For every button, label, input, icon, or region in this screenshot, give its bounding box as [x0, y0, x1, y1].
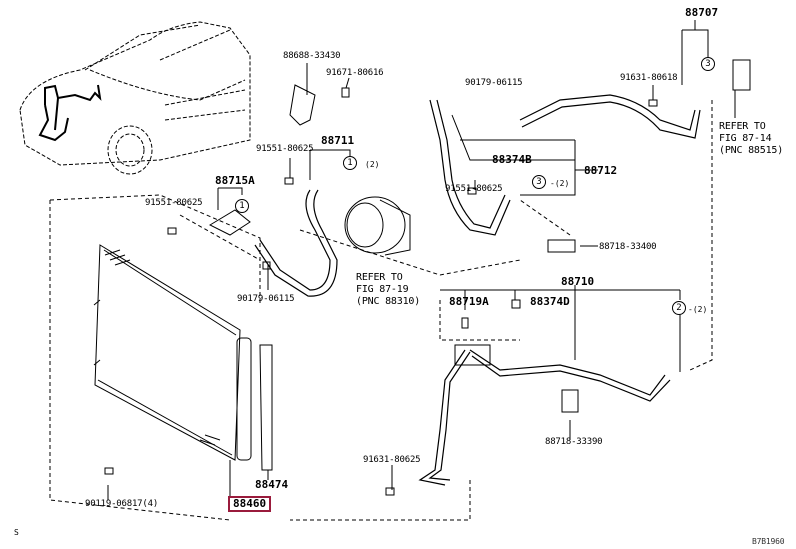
compressor [345, 197, 410, 255]
part-label-90179-06115-top[interactable]: 90179-06115 [465, 78, 523, 88]
part-label-88374B[interactable]: 88374B [492, 153, 532, 166]
part-label-91551-80625-a[interactable]: 91551-80625 [256, 144, 314, 154]
callout-qty-1-compressor: (2) [365, 160, 380, 169]
part-label-88710[interactable]: 88710 [561, 275, 595, 288]
discharge-hose-88711 [255, 190, 337, 296]
reference-note-sensor: REFER TO FIG 87-14 (PNC 88515) [719, 121, 784, 156]
part-label-88715A[interactable]: 88715A [215, 174, 255, 187]
callout-circle-3: 3 [532, 175, 546, 189]
part-label-88374D[interactable]: 88374D [530, 295, 570, 308]
receiver-tank [237, 338, 272, 470]
part-label-91671-80616[interactable]: 91671-80616 [326, 68, 384, 78]
part-label-88460-highlighted[interactable]: 88460 [228, 496, 272, 512]
bolt-icon [105, 88, 657, 495]
reference-note-compressor: REFER TO FIG 87-19 (PNC 88310) [356, 272, 421, 307]
part-label-90119-06817[interactable]: 90119-06817(4) [85, 499, 159, 509]
part-label-88474[interactable]: 88474 [255, 478, 289, 491]
part-label-91631-80625[interactable]: 91631-80625 [363, 455, 421, 465]
callout-circle-2: 2 [672, 301, 686, 315]
part-label-91551-80625-c[interactable]: 91551-80625 [445, 184, 503, 194]
part-label-90179-06115-mid[interactable]: 90179-06115 [237, 294, 295, 304]
part-label-88719A[interactable]: 88719A [449, 295, 489, 308]
part-label-88707[interactable]: 88707 [685, 6, 719, 19]
suction-hose-88712 [430, 95, 700, 235]
part-label-88711[interactable]: 88711 [321, 134, 355, 147]
callout-qty-2: -(2) [688, 305, 708, 314]
part-label-88712[interactable]: 88712 [584, 164, 618, 177]
callout-circle-3-top: 3 [701, 57, 715, 71]
part-label-88718-33400[interactable]: 88718-33400 [599, 242, 657, 252]
leader-lines [108, 20, 735, 500]
part-label-88688-33430[interactable]: 88688-33430 [283, 51, 341, 61]
callout-circle-1-compressor: 1 [343, 156, 357, 170]
callout-circle-1-bracket: 1 [235, 199, 249, 213]
footer-mark: S [14, 528, 19, 537]
liquid-pipe-88710 [420, 350, 670, 485]
callout-qty-3: -(2) [550, 179, 570, 188]
figure-code: B7B1960 [752, 537, 785, 546]
wiring-harness [40, 85, 100, 140]
assembly-boundary [50, 100, 712, 520]
part-label-88718-33390[interactable]: 88718-33390 [545, 437, 603, 447]
bracket-icon [210, 60, 750, 412]
vehicle-illustration [20, 22, 250, 174]
condenser-core [94, 245, 240, 460]
part-label-91631-80618[interactable]: 91631-80618 [620, 73, 678, 83]
part-label-91551-80625-b[interactable]: 91551-80625 [145, 198, 203, 208]
